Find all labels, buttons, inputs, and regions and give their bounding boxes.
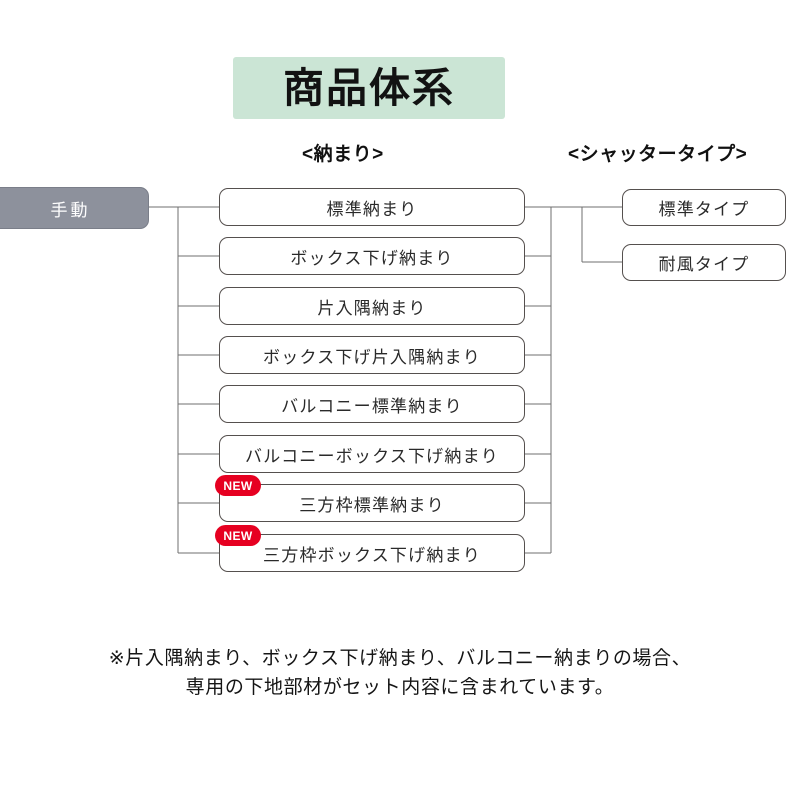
footnote-line-1: ※片入隅納まり、ボックス下げ納まり、バルコニー納まりの場合、 — [108, 648, 692, 669]
node-label: 片入隅納まり — [317, 298, 427, 318]
footnote-line-2: 専用の下地部材がセット内容に含まれています。 — [185, 677, 615, 699]
footnote: ※片入隅納まり、ボックス下げ納まり、バルコニー納まりの場合、 専用の下地部材がセ… — [0, 644, 800, 703]
node-label: 標準納まり — [326, 199, 418, 219]
node-label: ボックス下げ片入隅納まり — [263, 347, 481, 367]
page-title: 商品体系 — [283, 64, 455, 111]
node-label: バルコニーボックス下げ納まり — [245, 446, 499, 466]
node-osamari-6[interactable]: バルコニーボックス下げ納まり — [219, 435, 525, 473]
new-badge-osamari-8: NEW — [215, 525, 261, 546]
new-badge-label: NEW — [223, 478, 253, 493]
node-osamari-5[interactable]: バルコニー標準納まり — [219, 385, 525, 423]
node-shutter-1[interactable]: 標準タイプ — [622, 189, 786, 226]
new-badge-osamari-7: NEW — [215, 475, 261, 496]
node-label: 標準タイプ — [658, 200, 750, 219]
column-header-osamari: <納まり> — [302, 144, 384, 165]
root-node-manual[interactable]: 手動 — [0, 187, 149, 229]
node-osamari-1[interactable]: 標準納まり — [219, 188, 525, 226]
title-banner: 商品体系 — [233, 57, 505, 119]
node-osamari-3[interactable]: 片入隅納まり — [219, 287, 525, 325]
node-osamari-4[interactable]: ボックス下げ片入隅納まり — [219, 336, 525, 374]
column-header-shutter: <シャッタータイプ> — [568, 144, 748, 165]
node-label: 三方枠ボックス下げ納まり — [263, 545, 481, 565]
node-shutter-2[interactable]: 耐風タイプ — [622, 244, 786, 281]
node-osamari-7[interactable]: 三方枠標準納まり — [219, 484, 525, 522]
node-osamari-2[interactable]: ボックス下げ納まり — [219, 237, 525, 275]
node-label: バルコニー標準納まり — [281, 396, 463, 416]
root-node-label: 手動 — [50, 200, 91, 220]
node-osamari-8[interactable]: 三方枠ボックス下げ納まり — [219, 534, 525, 572]
new-badge-label: NEW — [223, 528, 253, 543]
node-label: 耐風タイプ — [658, 255, 750, 274]
node-label: 三方枠標準納まり — [299, 495, 445, 515]
node-label: ボックス下げ納まり — [290, 248, 454, 268]
